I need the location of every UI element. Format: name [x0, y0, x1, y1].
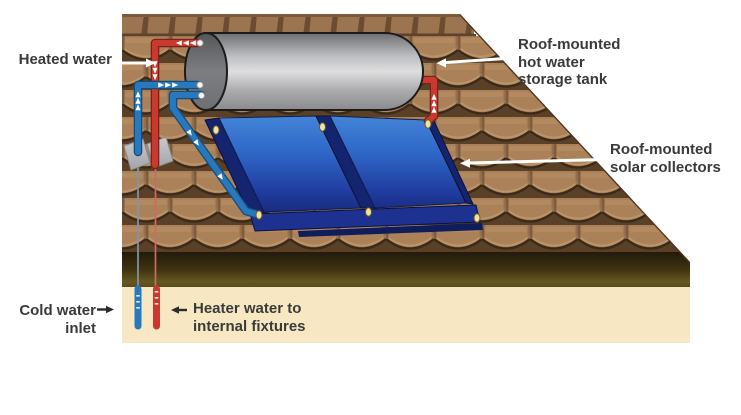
mounting-fastener	[319, 122, 326, 132]
hidden-pipe-lines	[137, 152, 157, 288]
tank-port	[197, 91, 206, 100]
heated-water-label: Heated water	[18, 51, 112, 68]
heated-water-arrow-icon	[117, 58, 156, 68]
wall-pipe-ticks	[136, 291, 159, 309]
collector-rail-lower	[298, 223, 483, 237]
tank-port	[196, 39, 204, 47]
mounting-fastener	[365, 207, 372, 217]
ridge-cap	[122, 14, 474, 36]
mounting-fastener	[255, 210, 263, 220]
solar-collectors	[204, 115, 483, 237]
storage-tank-label: Roof-mounted hot water storage tank	[518, 36, 621, 88]
cold-inlet-pipe	[133, 80, 204, 157]
mounting-fastener	[473, 213, 481, 223]
cold-water-inlet-arrow-icon	[97, 305, 114, 314]
cold-water-inlet-label: Cold water inlet	[19, 302, 96, 337]
wall	[122, 287, 690, 343]
fascia	[122, 252, 690, 287]
tank-label-arrow-icon	[436, 56, 521, 68]
heater-water-arrow-icon	[171, 306, 187, 314]
solar-collectors-label: Roof-mounted solar collectors	[610, 141, 721, 176]
tank-ports	[196, 39, 206, 100]
collectors-label-arrow-icon	[460, 158, 605, 168]
label-arrows	[97, 56, 605, 314]
cold-flow-arrows	[135, 82, 223, 180]
mounting-fastener	[212, 125, 220, 135]
tank-port	[196, 81, 204, 89]
tank-to-collector-pipe	[168, 90, 261, 219]
mounting-fasteners	[212, 119, 481, 223]
hot-flow-arrows	[152, 40, 437, 113]
collector-rail	[249, 204, 481, 232]
heater-water-label: Heater water to internal fixtures	[193, 300, 306, 335]
storage-tank	[184, 32, 424, 111]
mounting-fastener	[424, 119, 432, 129]
